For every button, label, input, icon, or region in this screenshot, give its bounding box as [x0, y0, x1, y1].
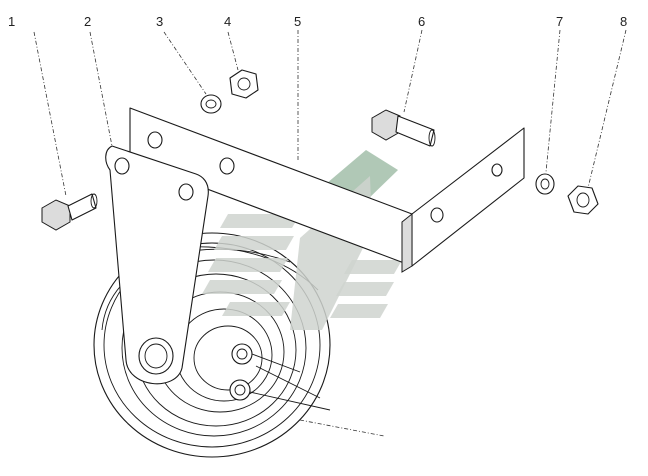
callout-6: 6 [418, 14, 425, 29]
callout-8: 8 [620, 14, 627, 29]
bolt-left [41, 193, 98, 231]
leader-1 [33, 31, 67, 197]
callout-7: 7 [556, 14, 563, 29]
lock-washer-7 [535, 173, 555, 195]
hub-bolts [229, 343, 385, 437]
callout-3: 3 [156, 14, 163, 29]
nut-4 [229, 69, 259, 99]
leader-lines [33, 29, 627, 197]
leader-6 [403, 29, 423, 113]
leader-2 [89, 31, 113, 147]
angle-bracket [129, 107, 525, 273]
bolt-right [371, 109, 436, 147]
callout-4: 4 [224, 14, 231, 29]
lock-washer-3 [200, 94, 222, 114]
leader-3 [163, 31, 207, 95]
callout-1: 1 [8, 14, 15, 29]
nut-8 [567, 185, 599, 215]
leader-7 [545, 29, 561, 173]
callout-labels: 1 2 3 4 5 6 7 8 [8, 14, 627, 29]
callout-5: 5 [294, 14, 301, 29]
leader-8 [587, 29, 627, 189]
mounting-plate [105, 145, 209, 385]
callout-2: 2 [84, 14, 91, 29]
leader-4 [227, 31, 239, 71]
